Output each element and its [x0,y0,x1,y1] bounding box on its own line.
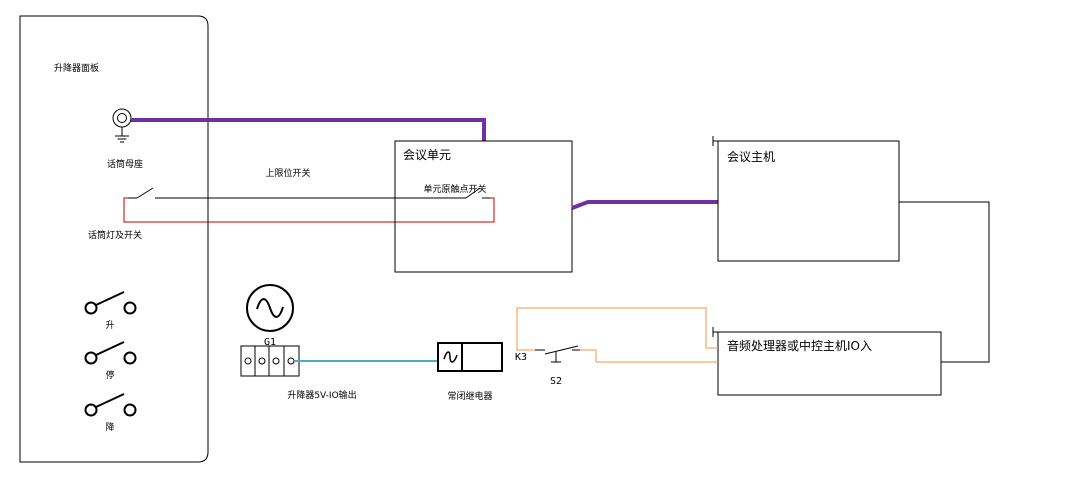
audio-processor-title: 音频处理器或中控主机IO入 [727,338,872,353]
audio-line-socket-to-unit [131,118,486,141]
button-down-label: 降 [105,421,114,433]
generator-label: G1 [264,337,276,348]
relay-icon [437,342,503,372]
mic-socket-label: 话筒母座 [107,158,143,170]
mic-light-switch-label: 话筒灯及开关 [88,229,142,241]
button-down-switch-icon [84,393,137,417]
conference-host-title: 会议主机 [727,150,775,164]
relay-loop-wire [516,307,718,351]
lift-panel-outline [19,15,209,463]
conference-host-box [717,140,900,262]
unit-contact-switch-icon [458,187,490,199]
unit-contact-label: 单元原触点开关 [423,183,486,195]
ac-source-icon [246,284,294,332]
audio-line-unit-to-host [571,200,718,210]
relay-loop-wire-return [580,349,718,363]
switch-s2-icon [535,345,580,363]
upper-limit-label: 上限位开关 [265,167,310,179]
button-up-switch-icon [84,291,137,315]
host-to-processor-wire [899,201,990,363]
switch-s2-label: S2 [550,376,562,387]
io-output-label: 升降器5V-IO输出 [287,389,356,401]
io-terminal-block-icon [240,345,300,377]
relay-label: 常闭继电器 [447,390,492,402]
mic-socket-icon [112,108,132,143]
conference-unit-title: 会议单元 [403,148,451,162]
control-loop-wire [123,197,495,223]
mic-light-switch-icon [128,187,163,199]
relay-designator: K3 [515,352,527,363]
button-stop-label: 停 [105,369,114,381]
audio-processor-box [717,331,942,396]
button-up-label: 升 [105,320,114,331]
panel-title: 升降器面板 [54,62,99,74]
button-stop-switch-icon [84,341,137,365]
